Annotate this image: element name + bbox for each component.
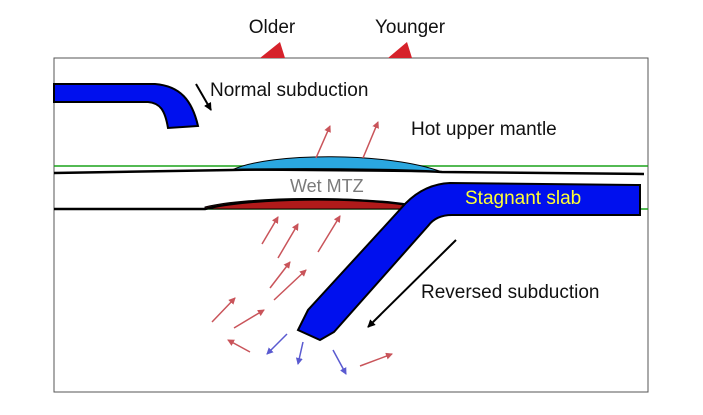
normal-subduction-slab <box>53 83 200 130</box>
older-volcano-icon <box>260 42 285 58</box>
younger-label: Younger <box>375 17 446 38</box>
diagram-frame <box>53 57 649 393</box>
hot-arrow <box>359 352 393 367</box>
hot-arrow <box>261 216 279 245</box>
hot-mantle-flow-arrows <box>211 121 393 367</box>
hot-arrow <box>233 309 265 329</box>
hot-arrow <box>315 125 331 159</box>
hot-arrow <box>211 297 236 323</box>
hot-arrow <box>362 121 379 159</box>
hot-arrow <box>227 339 251 353</box>
normal-subduction-arrow <box>195 83 212 111</box>
reversed-subduction-label: Reversed subduction <box>421 282 600 303</box>
cold-flow-arrows <box>266 333 347 375</box>
reversed-subduction-arrow <box>367 239 457 328</box>
older-label: Older <box>249 17 296 38</box>
upper-boundary-line <box>53 168 645 176</box>
cold-arrow <box>295 341 304 365</box>
lower-boundary-line <box>54 198 409 211</box>
younger-volcano-icon <box>388 42 412 58</box>
stagnant-slab <box>296 181 641 342</box>
cold-arrow <box>266 333 288 355</box>
normal-subduction-label: Normal subduction <box>210 80 368 101</box>
wet-mtz-label: Wet MTZ <box>290 176 364 196</box>
hot-arrow <box>317 215 341 253</box>
hot-arrow <box>277 223 299 259</box>
stagnant-slab-label: Stagnant slab <box>465 188 581 209</box>
hot-upper-mantle-label: Hot upper mantle <box>411 119 557 140</box>
hot-arrow <box>273 269 307 301</box>
hot-arrow <box>269 261 291 289</box>
cold-arrow <box>332 349 347 375</box>
